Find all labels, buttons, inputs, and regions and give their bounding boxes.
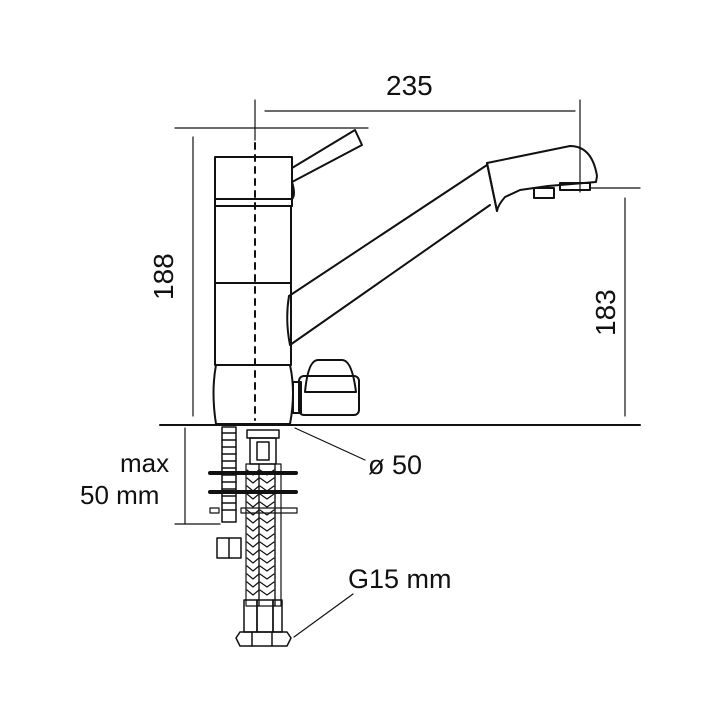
height-dimension-label: 188 xyxy=(148,253,179,300)
outlet-height-dimension-label: 183 xyxy=(590,289,621,336)
spout-lower xyxy=(286,204,491,346)
mounting-hole-diameter-label: ø 50 xyxy=(368,450,423,480)
diverter-knob xyxy=(304,359,357,393)
lever-handle xyxy=(291,129,363,183)
threaded-rod xyxy=(221,426,237,523)
thread-leader xyxy=(293,593,354,638)
faucet-body xyxy=(212,156,294,425)
braided-hoses xyxy=(245,463,282,607)
connection-thread-label: G15 mm xyxy=(348,564,452,594)
max-thickness-label-line1: max xyxy=(120,448,170,478)
diameter-leader xyxy=(294,427,366,461)
spray-head xyxy=(486,145,598,212)
max-thickness-label-line2: 50 mm xyxy=(80,480,160,510)
spout-upper xyxy=(288,164,488,297)
reach-dimension-label: 235 xyxy=(386,70,433,101)
hose-nut xyxy=(235,631,292,647)
